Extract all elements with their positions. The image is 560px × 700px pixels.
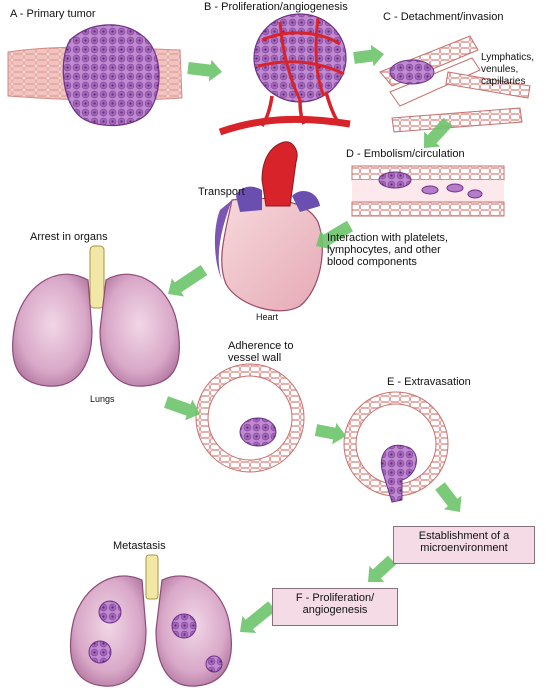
flow-arrow [353,44,384,67]
arrest-label: Arrest in organs [30,231,108,243]
proliferation-box: F - Proliferation/ angiogenesis [272,588,398,626]
transport-label: Transport [198,186,245,198]
metastasis-label: Metastasis [113,540,166,552]
interaction-label: Interaction with platelets, lymphocytes,… [327,232,449,268]
flow-arrow [314,422,346,445]
adherence-label: Adherence to vessel wall [228,340,294,364]
stage-e-label: E - Extravasation [387,376,471,388]
heart-illustration [214,141,323,312]
extravasation-vessel-illustration [343,391,449,503]
lungs-label: Lungs [90,394,115,404]
lymphatics-label: Lymphatics, venules, capillaries [481,52,534,87]
flow-arrow [240,601,276,633]
adherence-vessel-illustration [195,363,305,473]
angiogenesis-illustration [218,13,351,136]
flow-arrow [424,117,453,148]
stage-d-label: D - Embolism/circulation [346,148,465,160]
flow-arrow [368,555,397,582]
vessel-invasion-illustration [379,35,531,133]
flow-arrow [435,482,462,512]
lungs-illustration [12,245,180,387]
flow-arrow [316,220,353,250]
circulation-illustration [351,165,505,217]
flow-arrow [187,59,222,82]
stage-a-label: A - Primary tumor [10,8,96,20]
flow-arrow [168,265,208,297]
metastasis-lungs-illustration [69,554,232,687]
microenvironment-box: Establishment of a microenvironment [393,526,535,564]
heart-label: Heart [256,312,279,322]
primary-tumor-illustration [7,24,183,127]
stage-c-label: C - Detachment/invasion [383,11,504,23]
stage-b-label: B - Proliferation/angiogenesis [204,1,348,13]
flow-arrow [164,396,200,421]
flow-arrows [164,44,462,633]
